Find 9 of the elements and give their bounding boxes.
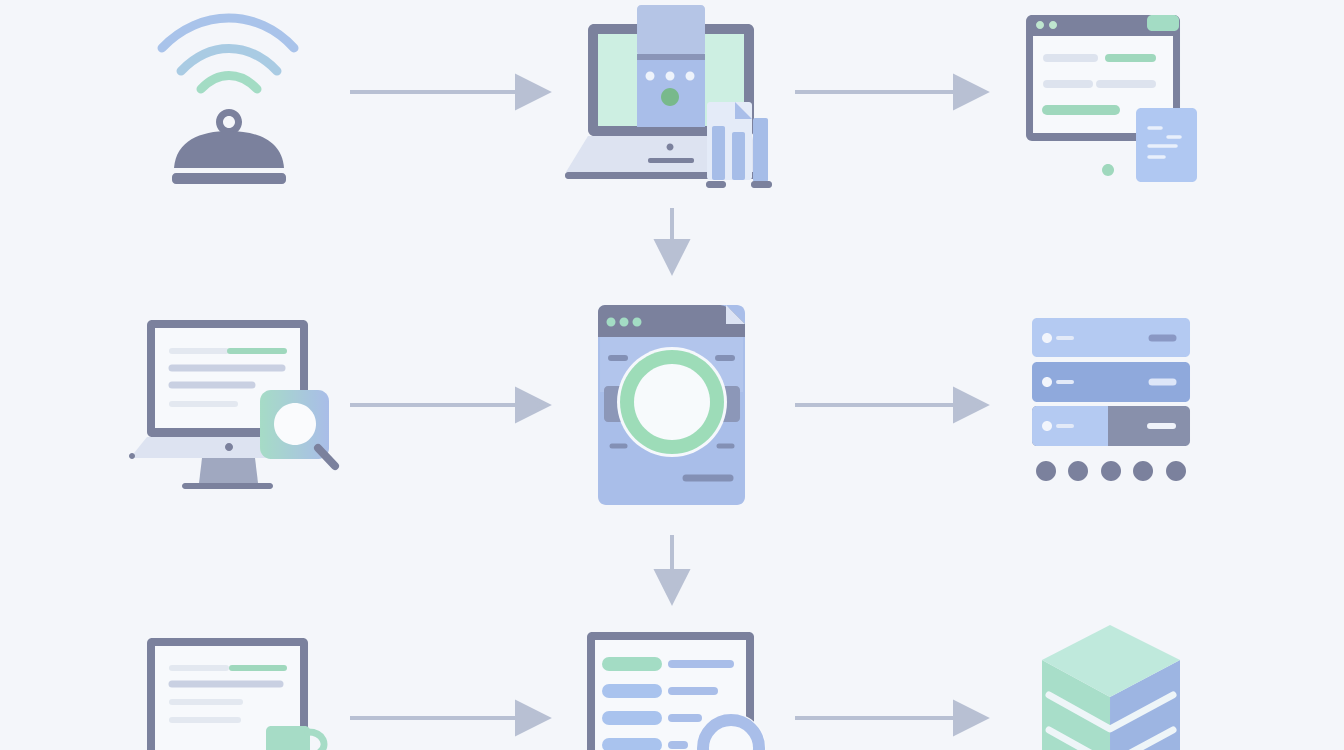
monitor-icon bbox=[147, 638, 328, 750]
document-ring-icon bbox=[598, 305, 745, 505]
cube-stack-icon bbox=[1042, 625, 1180, 750]
browser-window-icon bbox=[1026, 15, 1197, 182]
server-stack-icon bbox=[1032, 318, 1190, 481]
router-icon bbox=[157, 13, 299, 184]
monitor-magnifier-icon bbox=[129, 320, 339, 489]
document-magnifier-icon bbox=[587, 632, 766, 750]
laptop-illustration bbox=[565, 5, 772, 188]
